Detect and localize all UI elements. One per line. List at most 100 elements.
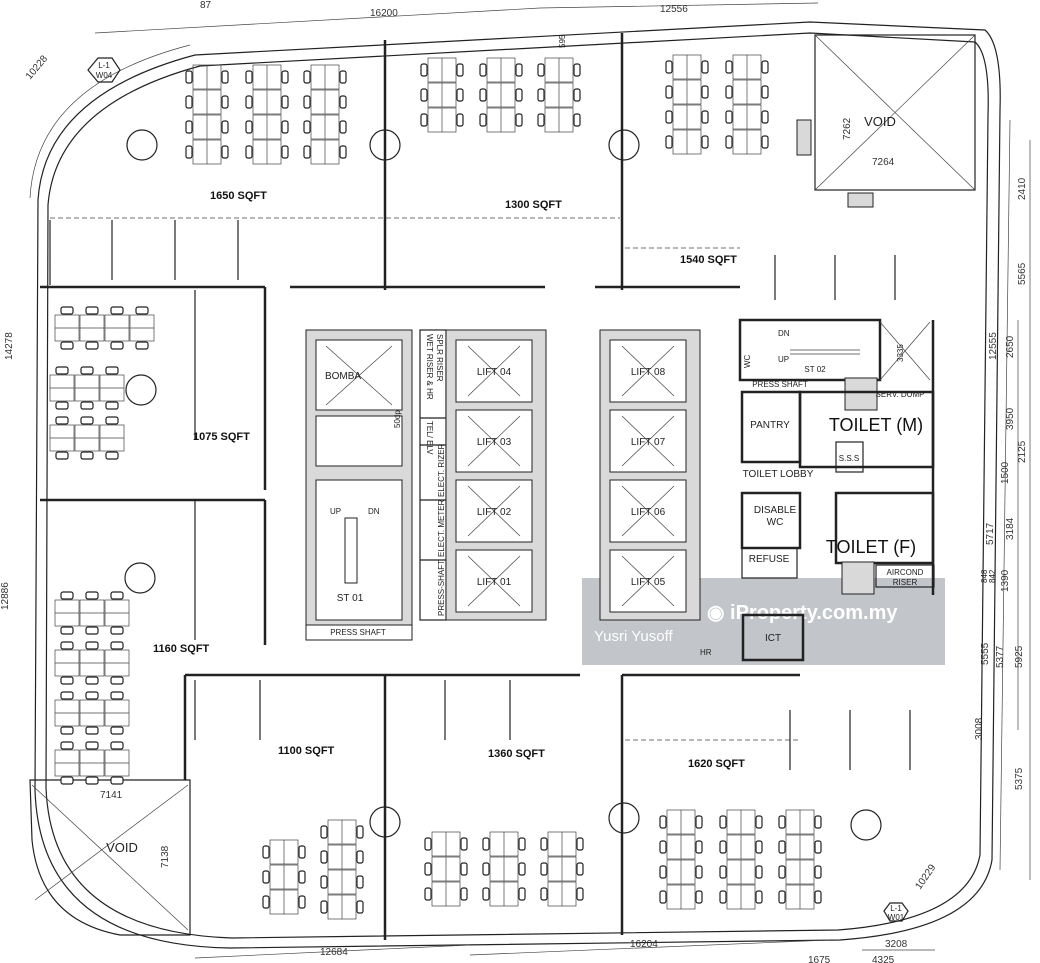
elect-rizer-label: ELECT. RIZER	[437, 443, 446, 497]
service-stair-dn-label: DN	[778, 329, 790, 338]
service-labels: PANTRY TOILET (M) TOILET LOBBY DISABLE W…	[743, 329, 925, 644]
dim-r7: 1500	[1000, 461, 1011, 484]
desk-cluster	[303, 64, 347, 165]
building-envelope	[29, 21, 1011, 949]
tel-elv-label: TEL/ ELV	[425, 421, 434, 455]
dim-void-bot-w: 7141	[100, 790, 123, 801]
toilet-f-label: TOILET (F)	[826, 537, 916, 557]
core-labels: BOMBA ST 01 PRESS SHAFT UP DN WET RISER …	[325, 334, 712, 657]
dim-top-a: 16200	[370, 8, 398, 19]
dim-void-top-w: 7264	[872, 157, 895, 168]
desk-cluster	[54, 691, 130, 735]
disable-wc-label-2: WC	[767, 517, 784, 528]
lift-5: LIFT 05	[609, 549, 687, 613]
lift-2: LIFT 02	[455, 479, 533, 543]
desk-cluster	[54, 641, 130, 685]
watermark-site-text: iProperty.com.my	[730, 602, 898, 624]
wet-riser-label: WET RISER & HR	[425, 334, 434, 400]
unit-1620-label: 1620 SQFT	[688, 758, 745, 770]
refuse-label: REFUSE	[749, 554, 790, 565]
dim-tl-small: 87	[200, 0, 212, 11]
lift-label: LIFT 06	[631, 507, 666, 518]
desk-cluster	[185, 64, 229, 165]
lift-label: LIFT 08	[631, 367, 666, 378]
unit-1100-label: 1100 SQFT	[278, 745, 335, 757]
ict-label: ICT	[765, 633, 781, 644]
dim-r2: 5565	[1017, 262, 1028, 285]
unit-1160-label: 1160 SQFT	[153, 643, 210, 655]
dim-bot-b: 16204	[630, 939, 658, 950]
desk-cluster	[424, 831, 468, 907]
dim-shaft: 3335	[896, 344, 905, 362]
workstation-clusters	[49, 54, 822, 920]
unit-1300-label: 1300 SQFT	[505, 199, 562, 211]
bomba-label: BOMBA	[325, 371, 361, 382]
lift-6: LIFT 06	[609, 479, 687, 543]
dim-left-a: 14278	[4, 332, 15, 360]
dim-r5: 3950	[1005, 407, 1016, 430]
lift-label: LIFT 02	[477, 507, 512, 518]
desk-cluster	[49, 416, 125, 460]
lift-label: LIFT 03	[477, 437, 512, 448]
dim-r10: 1390	[1000, 569, 1011, 592]
desk-cluster	[725, 54, 769, 155]
lift-7: LIFT 07	[609, 409, 687, 473]
location-pin-icon: ◉	[707, 602, 725, 624]
aircond-label: AIRCOND	[887, 568, 924, 577]
desk-cluster	[49, 366, 125, 410]
dim-void-top-h: 7262	[842, 117, 853, 140]
dim-top-small: 595	[558, 34, 567, 48]
service-core	[738, 318, 935, 662]
desk-cluster	[537, 57, 581, 133]
void-bottom	[29, 779, 191, 936]
unit-1075-label: 1075 SQFT	[193, 431, 250, 443]
round-tables	[124, 129, 882, 841]
desk-cluster	[54, 741, 130, 785]
desk-cluster	[479, 57, 523, 133]
toilet-m-label: TOILET (M)	[829, 415, 923, 435]
void-top	[796, 34, 976, 208]
lift-label: LIFT 04	[477, 367, 512, 378]
desk-cluster	[540, 831, 584, 907]
sss-label: S.S.S	[839, 454, 859, 463]
desk-cluster	[719, 809, 763, 910]
lift-4: LIFT 04	[455, 339, 533, 403]
dim-void-bot-h: 7138	[160, 845, 171, 868]
desk-cluster	[659, 809, 703, 910]
desk-cluster	[420, 57, 464, 133]
desk-cluster	[245, 64, 289, 165]
unit-1540-label: 1540 SQFT	[680, 254, 737, 266]
lift-3: LIFT 03	[455, 409, 533, 473]
toilet-lobby-label: TOILET LOBBY	[743, 469, 814, 480]
stair-up-label: UP	[330, 507, 341, 516]
st01-label: ST 01	[337, 593, 364, 604]
press-shaft2-label: PRESS-SHAFT	[437, 560, 446, 616]
interior-walls	[40, 33, 911, 940]
disable-wc-label: DISABLE	[754, 505, 797, 516]
dim-arc-br: 10229	[913, 862, 938, 891]
dim-r14: 5377	[995, 645, 1006, 668]
dim-r6: 2125	[1017, 440, 1028, 463]
desk-cluster	[54, 306, 155, 350]
dim-r15: 5925	[1014, 645, 1025, 668]
dim-br-a: 3208	[885, 939, 908, 950]
desk-cluster	[320, 819, 364, 920]
dim-r3: 12555	[988, 332, 999, 360]
wc-label: WC	[743, 354, 752, 368]
service-stair-up-label: UP	[778, 355, 789, 364]
st02-label: ST 02	[804, 365, 826, 374]
desk-cluster	[482, 831, 526, 907]
dim-r9: 3184	[1005, 517, 1016, 540]
stair-dn-label: DN	[368, 507, 380, 516]
desk-cluster	[778, 809, 822, 910]
void-bottom-label: VOID	[106, 840, 138, 855]
tag-l1-w04: L-1 W04	[87, 57, 121, 83]
splr-riser-label: SPLR RISER	[435, 334, 444, 382]
dim-r12: 842	[988, 569, 997, 583]
tag-tl-bot: W04	[96, 71, 113, 80]
elect-meter-label: ELECT. METER	[437, 499, 446, 557]
desk-cluster	[262, 839, 306, 915]
dim-left-b: 12886	[0, 582, 11, 610]
dim-r13: 5555	[980, 642, 991, 665]
